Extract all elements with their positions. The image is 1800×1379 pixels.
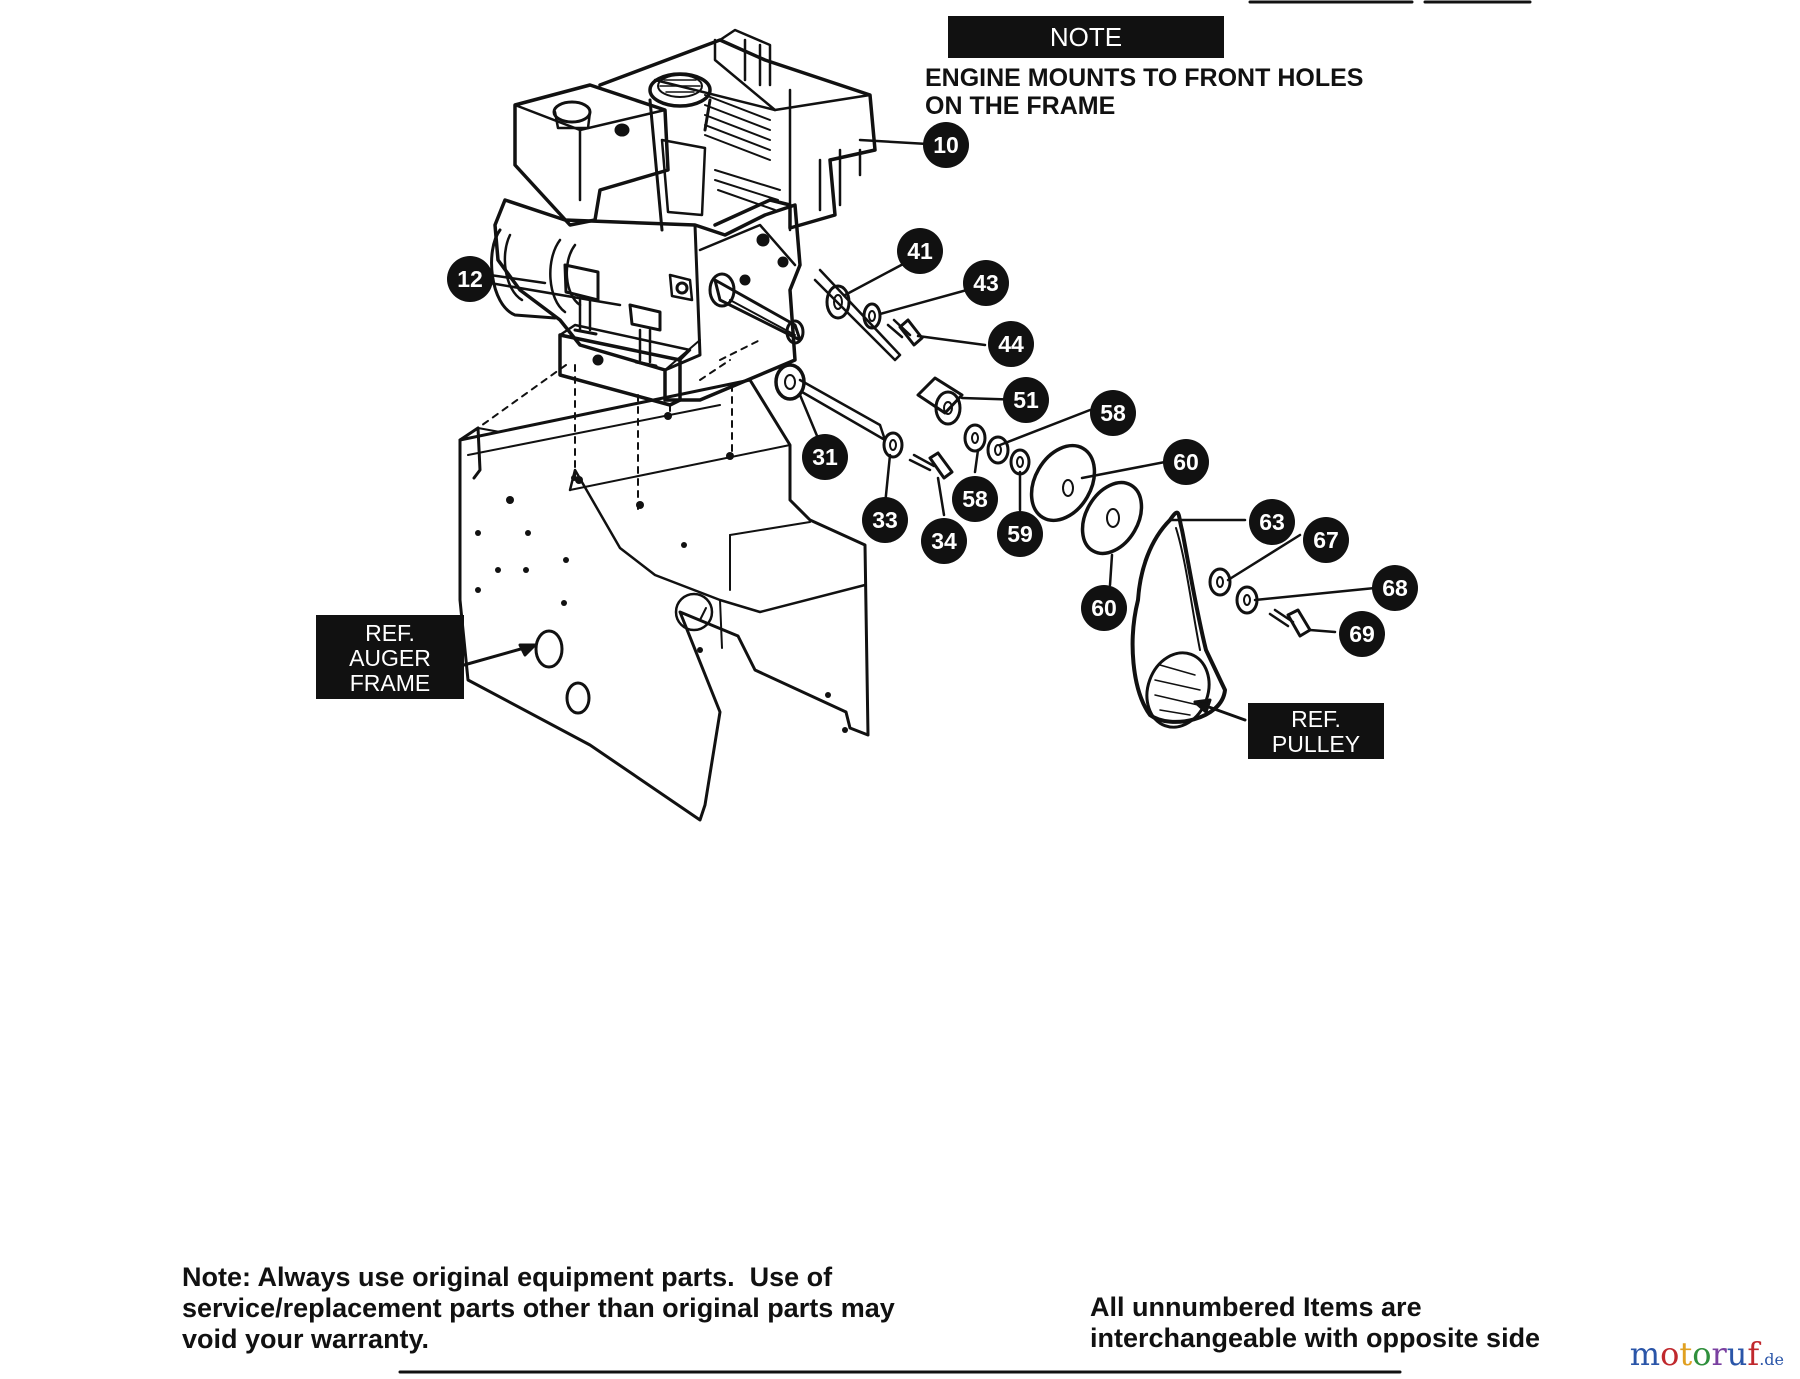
- callout-number: 59: [1007, 521, 1033, 547]
- brand-logo: motoruf.de: [1630, 1335, 1784, 1373]
- callout-number: 58: [1100, 400, 1126, 426]
- callout-number: 43: [973, 270, 999, 296]
- callout-bubble: [1339, 611, 1385, 657]
- callout-group: 10 12 41 43 44 51 58 60 31 58 33 34 59 63 67 68 60 69: [447, 122, 1418, 657]
- ref-auger-frame-label: REF. AUGER FRAME: [316, 615, 464, 699]
- brand-letter: o: [1692, 1335, 1712, 1373]
- callout-c60a: 60: [1163, 439, 1209, 485]
- callout-number: 60: [1091, 595, 1117, 621]
- callout-bubble: [1003, 377, 1049, 423]
- brand-letter: u: [1726, 1335, 1748, 1373]
- callout-bubble: [997, 511, 1043, 557]
- callout-number: 67: [1313, 527, 1339, 553]
- brand-suffix: .de: [1759, 1350, 1784, 1369]
- callout-bubble: [862, 497, 908, 543]
- brand-letter: o: [1660, 1335, 1680, 1373]
- engine-drawing: [490, 28, 877, 407]
- ref-pulley-label: REF. PULLEY: [1248, 703, 1384, 759]
- callout-c69: 69: [1339, 611, 1385, 657]
- callout-bubble: [921, 518, 967, 564]
- note-text: ENGINE MOUNTS TO FRONT HOLES ON THE FRAM…: [925, 64, 1364, 120]
- callout-bubble: [1303, 517, 1349, 563]
- brand-letter: f: [1747, 1335, 1760, 1373]
- callout-bubble: [897, 228, 943, 274]
- callout-bubble: [1372, 565, 1418, 611]
- callout-number: 31: [812, 444, 838, 470]
- callout-number: 69: [1349, 621, 1375, 647]
- brand-letter: r: [1711, 1335, 1727, 1373]
- callout-c60b: 60: [1081, 585, 1127, 631]
- shaft-components-drawing: [774, 268, 1312, 729]
- brand-letter: m: [1629, 1335, 1661, 1373]
- callout-c68: 68: [1372, 565, 1418, 611]
- callout-c67: 67: [1303, 517, 1349, 563]
- interchangeable-note: All unnumbered Items are interchangeable…: [1090, 1292, 1541, 1353]
- callout-number: 51: [1013, 387, 1039, 413]
- callout-number: 33: [872, 507, 898, 533]
- callout-bubble: [923, 122, 969, 168]
- callout-c44: 44: [988, 321, 1034, 367]
- callout-bubble: [802, 434, 848, 480]
- callout-c34: 34: [921, 518, 967, 564]
- callout-c31: 31: [802, 434, 848, 480]
- callout-number: 41: [907, 238, 933, 264]
- callout-c12: 12: [447, 256, 493, 302]
- callout-c58a: 58: [1090, 390, 1136, 436]
- callout-bubble: [1163, 439, 1209, 485]
- note-title: NOTE: [948, 16, 1224, 58]
- callout-bubble: [963, 260, 1009, 306]
- callout-c59: 59: [997, 511, 1043, 557]
- callout-number: 44: [998, 331, 1024, 357]
- warranty-note: Note: Always use original equipment part…: [182, 1262, 895, 1354]
- callout-c63: 63: [1249, 499, 1295, 545]
- callout-c58b: 58: [952, 476, 998, 522]
- callout-number: 68: [1382, 575, 1408, 601]
- callout-number: 58: [962, 486, 988, 512]
- callout-c10: 10: [923, 122, 969, 168]
- brand-letter: t: [1679, 1335, 1693, 1373]
- callout-bubble: [1081, 585, 1127, 631]
- callout-bubble: [952, 476, 998, 522]
- callout-c33: 33: [862, 497, 908, 543]
- callout-bubble: [1090, 390, 1136, 436]
- callout-number: 63: [1259, 509, 1285, 535]
- auger-frame-drawing: [458, 339, 870, 822]
- callout-c51: 51: [1003, 377, 1049, 423]
- callout-number: 12: [457, 266, 483, 292]
- callout-c41: 41: [897, 228, 943, 274]
- callout-c43: 43: [963, 260, 1009, 306]
- callout-bubble: [447, 256, 493, 302]
- callout-number: 10: [933, 132, 959, 158]
- callout-number: 60: [1173, 449, 1199, 475]
- callout-number: 34: [931, 528, 957, 554]
- callout-bubble: [1249, 499, 1295, 545]
- callout-bubble: [988, 321, 1034, 367]
